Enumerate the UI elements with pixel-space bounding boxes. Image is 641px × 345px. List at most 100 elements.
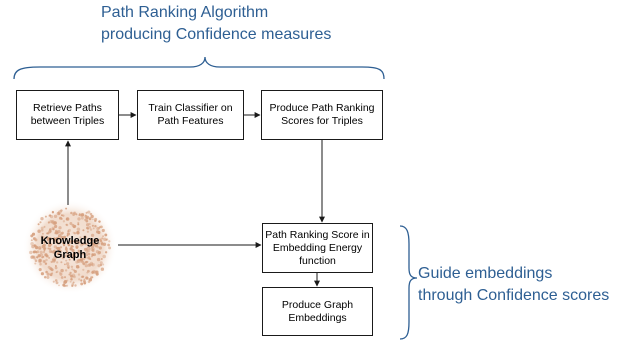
graph-node-dot bbox=[51, 226, 55, 230]
graph-node-dot bbox=[44, 253, 48, 257]
graph-node-dot bbox=[43, 276, 47, 279]
graph-node-dot bbox=[66, 284, 69, 287]
graph-node-dot bbox=[91, 276, 94, 279]
graph-node-dot bbox=[39, 250, 43, 254]
graph-node-dot bbox=[42, 243, 46, 248]
graph-node-dot bbox=[63, 263, 66, 266]
graph-node-dot bbox=[72, 251, 76, 255]
graph-node-dot bbox=[87, 210, 91, 214]
graph-node-dot bbox=[96, 226, 100, 231]
graph-node-dot bbox=[49, 219, 53, 224]
graph-node-dot bbox=[62, 220, 66, 223]
graph-node-dot bbox=[81, 216, 84, 220]
graph-node-dot bbox=[80, 252, 83, 255]
graph-node-dot bbox=[70, 211, 73, 215]
graph-node-dot bbox=[70, 277, 73, 281]
graph-node-dot bbox=[77, 251, 81, 255]
graph-node-dot bbox=[37, 246, 42, 250]
graph-node-dot bbox=[56, 261, 59, 264]
graph-node-dot bbox=[46, 232, 49, 235]
graph-node-dot bbox=[83, 258, 86, 261]
right-brace bbox=[399, 225, 418, 340]
graph-node-dot bbox=[98, 220, 101, 223]
graph-node-dot bbox=[88, 247, 91, 250]
graph-node-dot bbox=[58, 284, 60, 287]
graph-node-dot bbox=[77, 249, 81, 253]
graph-node-dot bbox=[71, 273, 76, 278]
graph-node-dot bbox=[40, 217, 44, 221]
graph-node-dot bbox=[69, 271, 72, 275]
graph-node-dot bbox=[104, 233, 108, 237]
graph-node-dot bbox=[52, 280, 55, 283]
graph-node-dot bbox=[41, 232, 44, 235]
graph-node-dot bbox=[36, 256, 39, 259]
graph-node-dot bbox=[85, 216, 89, 220]
graph-node-dot bbox=[96, 257, 101, 262]
graph-node-dot bbox=[79, 258, 82, 261]
graph-node-dot bbox=[102, 235, 105, 238]
retrieve-paths-box: Retrieve Paths between Triples bbox=[16, 90, 119, 140]
graph-node-dot bbox=[49, 273, 53, 277]
graph-node-dot bbox=[65, 262, 70, 266]
graph-node-dot bbox=[63, 280, 67, 285]
graph-node-dot bbox=[90, 214, 94, 219]
graph-node-dot bbox=[33, 257, 36, 260]
produce-scores-label-line2: Scores for Triples bbox=[281, 115, 363, 127]
graph-node-dot bbox=[71, 268, 74, 271]
graph-node-dot bbox=[61, 256, 65, 260]
knowledge-graph-icon bbox=[23, 200, 117, 294]
graph-node-dot bbox=[43, 247, 47, 250]
graph-node-dot bbox=[62, 244, 66, 247]
graph-node-dot bbox=[107, 243, 110, 247]
graph-node-dot bbox=[83, 235, 87, 240]
graph-node-dot bbox=[67, 266, 70, 269]
graph-node-dot bbox=[64, 254, 68, 258]
graph-node-dot bbox=[52, 259, 56, 263]
graph-node-dot bbox=[64, 247, 68, 251]
graph-node-dot bbox=[44, 215, 47, 218]
graph-node-dot bbox=[72, 269, 76, 272]
graph-node-dot bbox=[59, 246, 63, 249]
graph-node-dot bbox=[30, 255, 34, 259]
graph-node-dot bbox=[91, 263, 95, 267]
graph-node-dot bbox=[65, 217, 70, 221]
graph-embeddings-box: Produce Graph Embeddings bbox=[262, 287, 373, 336]
graph-node-dot bbox=[84, 218, 87, 221]
graph-node-dot bbox=[77, 259, 81, 263]
graph-node-dot bbox=[76, 231, 80, 235]
graph-node-dot bbox=[83, 278, 86, 281]
graph-node-dot bbox=[87, 252, 91, 256]
graph-node-dot bbox=[48, 228, 52, 231]
graph-node-dot bbox=[87, 269, 90, 273]
produce-scores-box: Produce Path Ranking Scores for Triples bbox=[261, 90, 383, 140]
graph-node-dot bbox=[67, 228, 71, 232]
graph-node-dot bbox=[69, 280, 72, 283]
graph-node-dot bbox=[46, 237, 50, 241]
graph-node-dot bbox=[59, 253, 63, 257]
graph-node-dot bbox=[85, 211, 88, 214]
graph-node-dot bbox=[54, 265, 57, 267]
graph-node-dot bbox=[71, 284, 74, 288]
graph-node-dot bbox=[81, 242, 84, 246]
top-brace bbox=[13, 56, 385, 80]
graph-node-dot bbox=[97, 230, 101, 235]
retrieve-paths-label-line1: Retrieve Paths bbox=[33, 102, 102, 114]
graph-node-dot bbox=[65, 207, 68, 210]
graph-node-dot bbox=[82, 229, 85, 232]
graph-node-dot bbox=[49, 267, 53, 271]
graph-node-dot bbox=[95, 238, 99, 242]
graph-node-dot bbox=[85, 254, 89, 257]
graph-node-dot bbox=[43, 241, 46, 244]
graph-node-dot bbox=[92, 227, 95, 230]
graph-node-dot bbox=[31, 255, 35, 259]
train-classifier-label-line2: Path Features bbox=[157, 115, 224, 127]
graph-node-dot bbox=[84, 214, 87, 217]
graph-node-dot bbox=[86, 271, 89, 274]
guide-annotation-line1: Guide embeddings bbox=[418, 265, 553, 282]
algorithm-title: Path Ranking Algorithm bbox=[101, 4, 269, 21]
graph-node-dot bbox=[90, 242, 93, 245]
graph-node-dot bbox=[71, 248, 75, 252]
graph-node-dot bbox=[95, 250, 100, 254]
graph-node-dot bbox=[108, 240, 111, 243]
graph-node-dot bbox=[75, 245, 79, 249]
